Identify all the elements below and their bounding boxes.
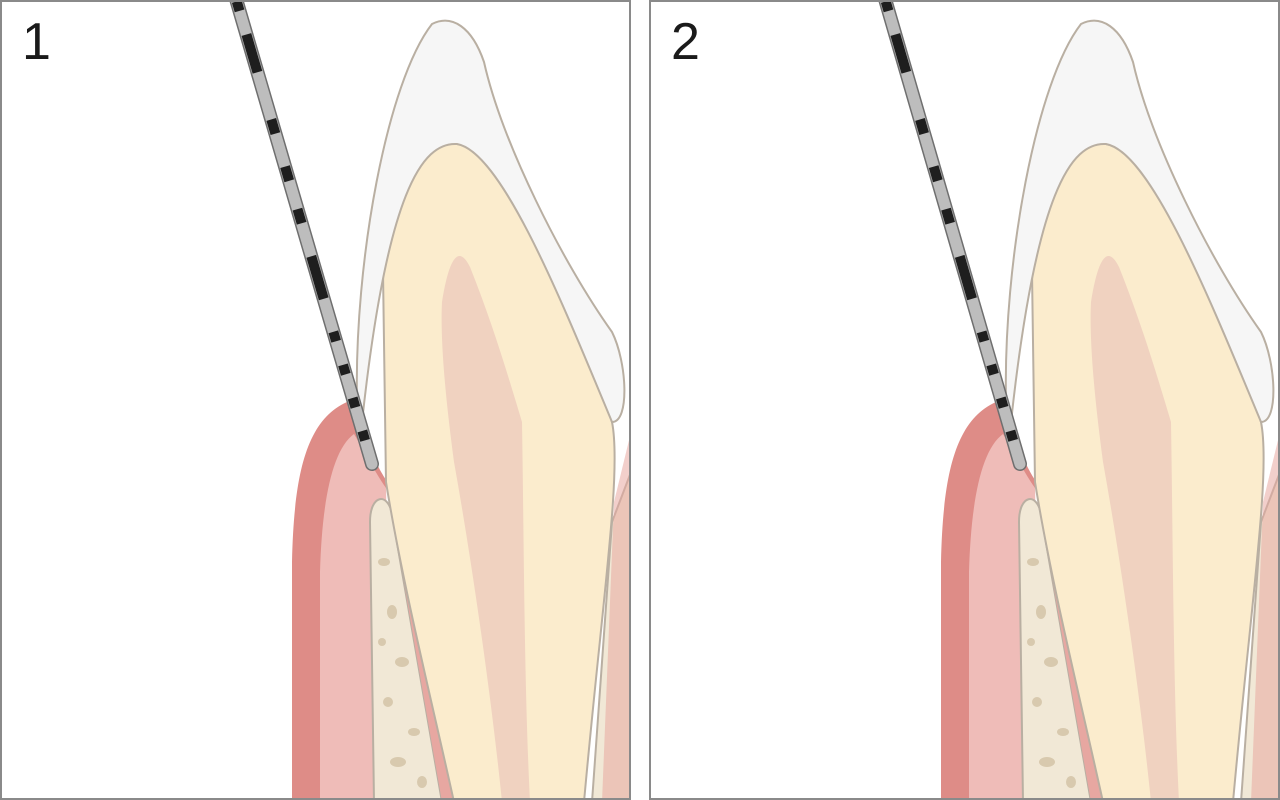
probe-marking bbox=[941, 207, 955, 225]
bone-pore bbox=[1027, 558, 1039, 566]
bone-pore bbox=[1027, 638, 1035, 646]
periodontal-probe-icon bbox=[878, 2, 1027, 471]
probe-marking bbox=[915, 118, 929, 135]
bone-pore bbox=[1044, 657, 1058, 667]
probe-marking bbox=[880, 2, 894, 13]
bone-pore bbox=[390, 757, 406, 767]
panel-number: 2 bbox=[671, 13, 700, 71]
probe-marking bbox=[306, 254, 329, 301]
tooth-diagram bbox=[878, 2, 1278, 798]
bone-pore bbox=[378, 558, 390, 566]
bone-pore bbox=[383, 697, 393, 707]
bone-pore bbox=[387, 605, 397, 619]
bone-pore bbox=[417, 776, 427, 788]
probe-marking bbox=[996, 396, 1009, 409]
ligament-right bbox=[1251, 440, 1278, 798]
bone-pore bbox=[395, 657, 409, 667]
probe-marking bbox=[338, 363, 351, 376]
periodontal-probe-icon bbox=[229, 2, 379, 471]
probe-marking bbox=[292, 207, 307, 225]
tooth-diagram bbox=[229, 2, 629, 798]
probe-marking bbox=[241, 33, 263, 74]
probe-marking bbox=[928, 165, 943, 183]
bone-pore bbox=[1057, 728, 1069, 736]
bone-pore bbox=[1036, 605, 1046, 619]
bone-pore bbox=[1032, 697, 1042, 707]
probe-marking bbox=[280, 165, 294, 183]
probe-marking bbox=[986, 363, 999, 376]
enamel-crown bbox=[355, 19, 626, 424]
probe-marking bbox=[357, 429, 370, 442]
bone-pore bbox=[408, 728, 420, 736]
panel-2: 2 bbox=[649, 0, 1280, 800]
probe-marking bbox=[347, 396, 361, 409]
ligament-right bbox=[602, 440, 629, 798]
pulp bbox=[1090, 256, 1179, 798]
probe-marking bbox=[266, 118, 281, 136]
bone-pore bbox=[378, 638, 386, 646]
panel-number: 1 bbox=[22, 13, 51, 71]
probe-marking bbox=[890, 33, 912, 74]
bone-pore bbox=[1039, 757, 1055, 767]
bone-pore bbox=[1066, 776, 1076, 788]
enamel-crown bbox=[1004, 19, 1275, 424]
pulp bbox=[441, 256, 530, 798]
probe-marking bbox=[954, 254, 977, 301]
probe-marking bbox=[976, 330, 990, 343]
probe-marking bbox=[328, 330, 341, 343]
probe-marking bbox=[231, 2, 245, 13]
probe-marking bbox=[1005, 429, 1018, 442]
panel-1: 1 bbox=[0, 0, 631, 800]
